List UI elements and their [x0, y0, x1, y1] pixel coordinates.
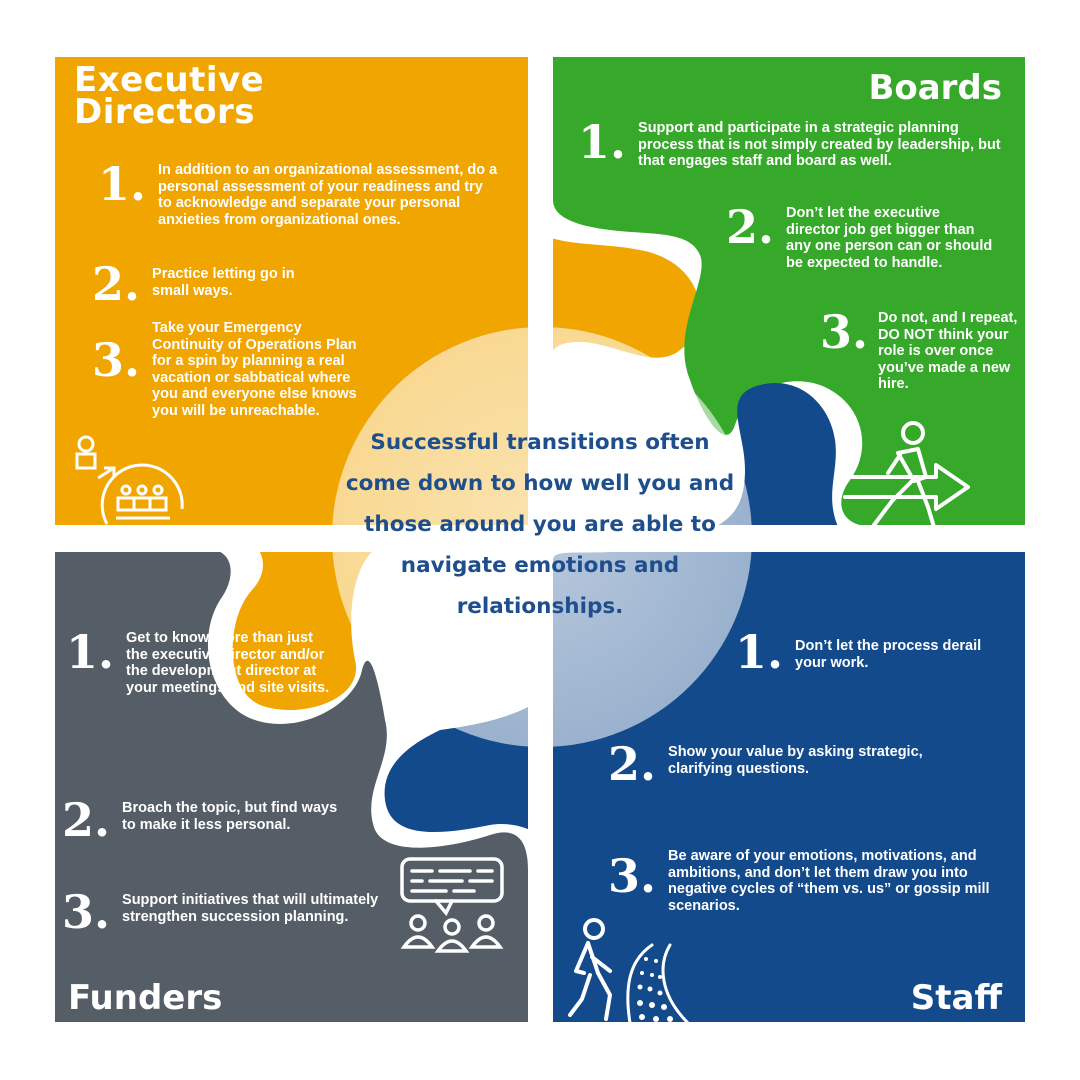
item-text: Do not, and I repeat, DO NOT think your … [878, 310, 1018, 392]
executive-item-1: 1. In addition to an organizational asse… [98, 157, 498, 228]
item-text: Don’t let the process derail your work. [795, 638, 982, 671]
group-chat-icon [400, 857, 504, 953]
item-number: 3. [92, 333, 141, 387]
item-number: 2. [726, 200, 775, 254]
boards-item-1: 1. Support and participate in a strategi… [578, 115, 1018, 170]
funders-item-3: 3. Support initiatives that will ultimat… [62, 885, 402, 939]
item-number: 1. [98, 157, 147, 211]
item-number: 2. [92, 257, 141, 311]
item-text: Show your value by asking strategic, cla… [668, 744, 923, 777]
item-number: 2. [62, 793, 111, 847]
item-text: In addition to an organizational assessm… [158, 162, 498, 228]
item-text: Support initiatives that will ultimately… [122, 892, 379, 925]
boards-item-2: 2. Don’t let the executive director job … [726, 200, 1006, 271]
item-number: 3. [608, 849, 657, 903]
item-number: 2. [608, 737, 657, 791]
funders-item-2: 2. Broach the topic, but find ways to ma… [62, 793, 362, 847]
item-number: 3. [62, 885, 111, 939]
item-number: 3. [820, 305, 869, 359]
item-text: Take your Emergency Continuity of Operat… [152, 320, 357, 419]
funders-heading: Funders [68, 978, 223, 1018]
executive-item-3: 3. Take your Emergency Continuity of Ope… [92, 320, 372, 419]
item-text: Support and participate in a strategic p… [638, 120, 1001, 169]
staff-item-2: 2. Show your value by asking strategic, … [608, 737, 928, 791]
boards-heading: Boards [868, 68, 1002, 108]
executive-piece [55, 57, 700, 710]
funders-piece [55, 550, 528, 1022]
executive-item-2: 2. Practice letting go in small ways. [92, 257, 352, 311]
item-text: Get to know more than just the executive… [126, 630, 330, 696]
boards-item-3: 3. Do not, and I repeat, DO NOT think yo… [820, 305, 1020, 393]
item-number: 1. [578, 115, 627, 169]
item-number: 1. [66, 625, 115, 679]
item-number: 1. [735, 625, 784, 679]
staff-item-3: 3. Be aware of your emotions, motivation… [608, 848, 1018, 914]
boards-piece [553, 57, 1025, 525]
delegation-icon [75, 435, 184, 525]
item-text: Don’t let the executive director job get… [786, 205, 993, 271]
staff-item-1: 1. Don’t let the process derail your wor… [735, 625, 995, 679]
walking-path-icon [568, 918, 690, 1025]
executive-directors-heading: Executive Directors [74, 60, 265, 132]
item-text: Broach the topic, but find ways to make … [122, 800, 338, 833]
funders-item-1: 1. Get to know more than just the execut… [66, 625, 366, 696]
staff-heading: Staff [910, 978, 1002, 1018]
center-message: Successful transitions often come down t… [345, 430, 735, 619]
item-text: Be aware of your emotions, motivations, … [668, 848, 990, 914]
item-text: Practice letting go in small ways. [152, 266, 295, 299]
person-arrow-icon [843, 421, 970, 529]
staff-piece [384, 383, 1025, 1023]
